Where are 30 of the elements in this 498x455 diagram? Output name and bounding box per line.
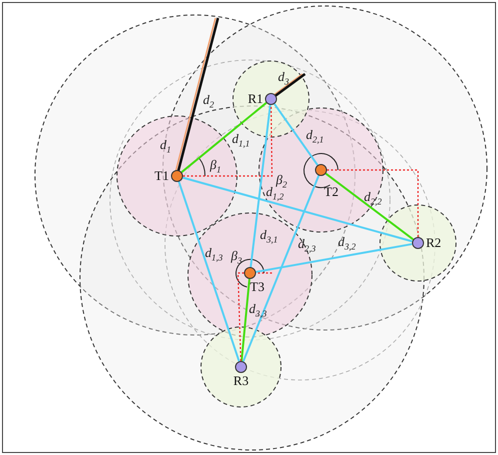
edge-label: d$_{3,1}$ <box>260 228 278 247</box>
edge-label: d$_{2,3}$ <box>298 237 316 256</box>
point-label: T3 <box>250 279 264 295</box>
node-caption: d$_{3}$ <box>278 70 289 89</box>
edge-label: d$_{1,1}$ <box>232 132 250 151</box>
point-label: R2 <box>426 235 442 251</box>
point-node <box>248 91 277 107</box>
distance-label: d$_{2}$ <box>203 93 214 112</box>
point-node <box>154 168 183 184</box>
edge-label: d$_{2,1}$ <box>306 128 324 147</box>
edge-label: d$_{1,3}$ <box>205 246 223 265</box>
reference-line <box>183 105 273 177</box>
node-caption: d$_{1}$ <box>160 138 171 157</box>
connector-line <box>250 104 272 268</box>
angle-label: β$_{1}$ <box>210 158 221 177</box>
point-label: R3 <box>233 373 249 389</box>
point-label: R1 <box>248 91 263 107</box>
connector-line <box>182 176 412 242</box>
point-node <box>412 235 442 251</box>
connector-line <box>240 278 250 362</box>
connector-line <box>242 175 320 362</box>
connector-line <box>274 103 318 166</box>
connector-line <box>256 243 412 273</box>
edge-label: d$_{3,2}$ <box>338 235 356 254</box>
point-label: T1 <box>154 168 169 184</box>
point-label: T2 <box>324 184 338 200</box>
edge-label: d$_{2,2}$ <box>364 190 382 209</box>
connector-line <box>178 181 240 362</box>
reference-line <box>237 272 244 362</box>
connector-line <box>181 102 267 173</box>
